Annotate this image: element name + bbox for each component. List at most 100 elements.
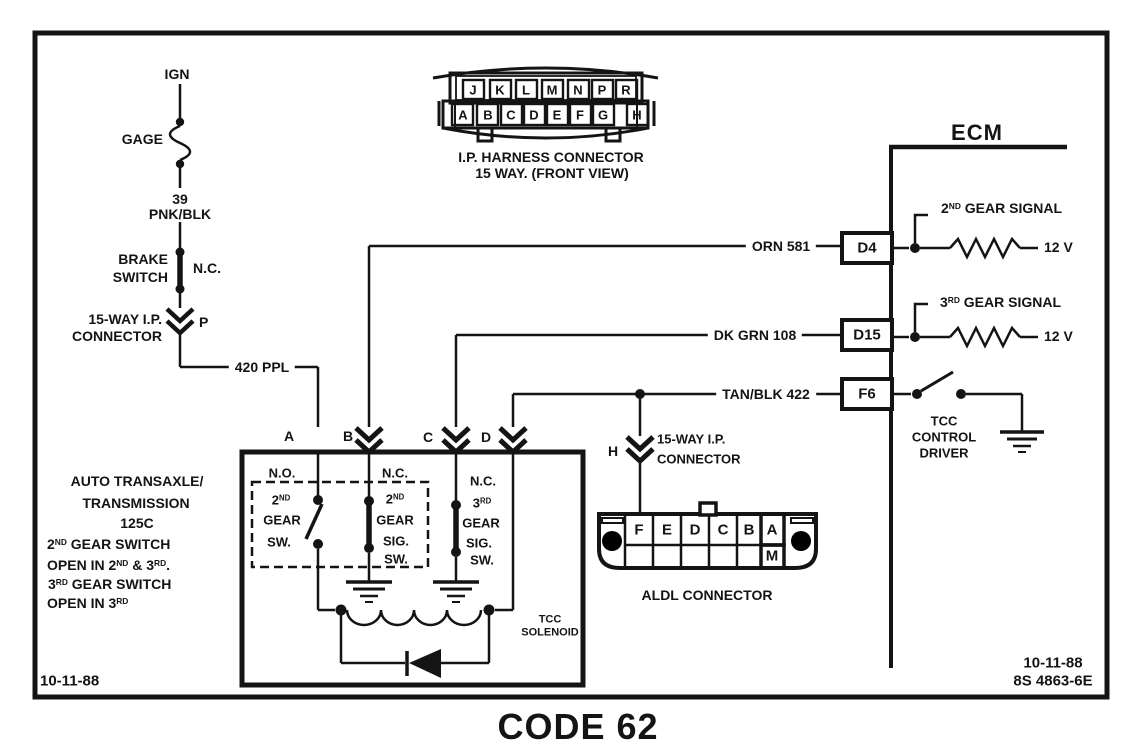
switch-a-line1: 2ND xyxy=(272,494,291,507)
gear2-sig-switch-symbol xyxy=(346,452,392,603)
wire-dk-grn-108-label: DK GRN 108 xyxy=(707,328,803,342)
label-part: & 3 xyxy=(128,557,155,573)
ip-pin-d: D xyxy=(529,107,539,123)
ip-pin-a: A xyxy=(458,107,468,123)
trans-pin-b: B xyxy=(342,428,354,444)
ign-label: IGN xyxy=(164,66,190,82)
gear3-signal-label: 3RD GEAR SIGNAL xyxy=(940,295,1061,309)
gear3-signal-net xyxy=(892,302,1038,349)
aldl-pin-b: B xyxy=(743,521,755,539)
tcc-driver-label-line3: DRIVER xyxy=(919,445,969,461)
aldl-pin-a: A xyxy=(766,521,778,539)
switch-a-state: N.O. xyxy=(268,465,296,481)
page-border xyxy=(32,30,1110,700)
ip-harness-caption-line2: 15 WAY. (FRONT VIEW) xyxy=(475,165,629,181)
aldl-ip-connector-line1: 15-WAY I.P. xyxy=(657,431,726,447)
gear3-sig-switch-symbol xyxy=(433,452,479,603)
label-part: ND xyxy=(278,493,291,503)
label-part: . xyxy=(166,557,171,573)
notes-line5: OPEN IN 2ND & 3RD. xyxy=(47,558,170,572)
label-part: GEAR SWITCH xyxy=(66,536,171,552)
notes-line6: 3RD GEAR SWITCH xyxy=(48,577,171,591)
aldl-drawing xyxy=(597,501,818,570)
ip-pin-e: E xyxy=(552,107,562,123)
aldl-pin-d: D xyxy=(689,521,701,539)
switch-a-line2: GEAR xyxy=(263,512,301,528)
label-part: GEAR SIGNAL xyxy=(959,294,1062,310)
date-bottom-left: 10-11-88 xyxy=(40,672,100,690)
switch-b-line3: SIG. xyxy=(382,533,410,549)
label-part: RD xyxy=(55,576,68,587)
switch-b-line2: GEAR xyxy=(376,512,414,528)
label-part: RD xyxy=(947,294,960,305)
aldl-pin-e: E xyxy=(661,521,673,539)
ip-connector-label-line1: 15-WAY I.P. xyxy=(88,311,162,327)
aldl-pin-m: M xyxy=(765,547,779,565)
trans-pin-a: A xyxy=(283,428,295,444)
ip-pin-h: H xyxy=(632,107,642,123)
label-part: 2 xyxy=(271,492,279,508)
ip-pin-p: P xyxy=(597,82,607,98)
gear2-voltage-label: 12 V xyxy=(1044,239,1073,255)
notes-line4: 2ND GEAR SWITCH xyxy=(47,537,170,551)
circuit-39-label: 39 xyxy=(172,191,188,207)
tcc-driver-label-line2: CONTROL xyxy=(911,429,977,445)
ip-pin-m: M xyxy=(546,82,558,98)
label-part: OPEN IN 2 xyxy=(47,557,117,573)
ecm-outline xyxy=(840,144,1067,668)
ip-pin-n: N xyxy=(573,82,583,98)
switch-b-line4: SW. xyxy=(384,551,408,567)
tcc-driver-net xyxy=(892,370,1044,453)
transaxle-box xyxy=(239,449,586,688)
ip-harness-drawing xyxy=(432,66,659,143)
brake-switch-state-label: N.C. xyxy=(193,260,221,276)
trans-pin-c: C xyxy=(422,429,434,445)
ip-connector-label-line2: CONNECTOR xyxy=(72,328,162,344)
page-title: CODE 62 xyxy=(497,706,659,747)
ip-pin-b: B xyxy=(483,107,493,123)
label-part: RD xyxy=(479,496,492,506)
ecm-pin-f6: F6 xyxy=(858,385,876,403)
label-part: RD xyxy=(154,557,167,568)
ip-pin-f: F xyxy=(576,107,584,123)
ecm-wires xyxy=(354,244,842,514)
tcc-solenoid-label-line1: TCC xyxy=(538,613,562,626)
gear2-switch-symbol xyxy=(304,452,324,610)
ip-pin-r: R xyxy=(621,82,631,98)
wire-tan-blk-422-label: TAN/BLK 422 xyxy=(716,387,816,401)
label-part: ND xyxy=(948,200,961,211)
label-part: 2 xyxy=(941,200,949,216)
brake-switch-label-line2: SWITCH xyxy=(112,269,168,285)
label-part: RD xyxy=(116,595,129,606)
ecm-title: ECM xyxy=(951,120,1003,145)
switch-a-line3: SW. xyxy=(267,534,291,550)
pnk-blk-wire-label: PNK/BLK xyxy=(148,206,212,222)
switch-c-line1: 3RD xyxy=(473,497,492,510)
switch-b-line1: 2ND xyxy=(386,493,405,506)
gear3-voltage-label: 12 V xyxy=(1044,328,1073,344)
ip-pin-g: G xyxy=(597,107,609,123)
label-part: GEAR SIGNAL xyxy=(960,200,1063,216)
ecm-pin-d15: D15 xyxy=(853,326,881,344)
ecm-pin-d4: D4 xyxy=(857,239,877,257)
label-part: 2 xyxy=(47,536,55,552)
label-part: ND xyxy=(54,536,67,547)
label-part: 3 xyxy=(472,495,480,511)
wire-420-ppl-label: 420 PPL xyxy=(228,360,296,374)
switch-b-state: N.C. xyxy=(382,465,408,481)
doc-number: 8S 4863-6E xyxy=(1013,672,1093,690)
ip-pin-k: K xyxy=(495,82,505,98)
tcc-solenoid-label-line2: SOLENOID xyxy=(521,626,579,639)
pin-p-label: P xyxy=(199,314,209,330)
wire-orn-581-label: ORN 581 xyxy=(745,239,817,253)
switch-c-line2: GEAR xyxy=(462,515,500,531)
aldl-pin-c: C xyxy=(717,521,729,539)
brake-switch-label-line1: BRAKE xyxy=(118,251,168,267)
label-part: 3 xyxy=(48,576,56,592)
date-bottom-right: 10-11-88 xyxy=(1023,654,1083,672)
switch-c-state: N.C. xyxy=(470,473,496,489)
ip-pin-j: J xyxy=(469,82,477,98)
feed-circuit-lines xyxy=(165,84,320,427)
notes-line7: OPEN IN 3RD xyxy=(47,596,128,610)
